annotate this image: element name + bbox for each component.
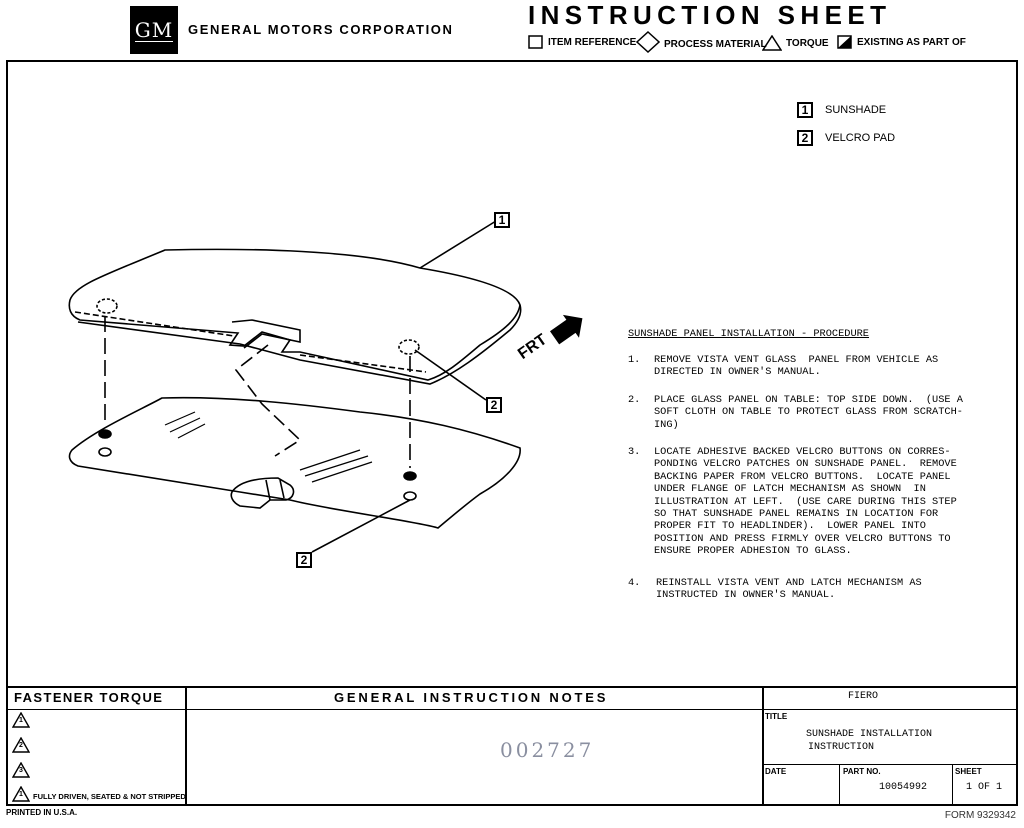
callout-item-2: 2 bbox=[486, 397, 502, 413]
torque-triangle-icon: 1 bbox=[11, 785, 31, 804]
legend-item-reference: ITEM REFERENCE bbox=[528, 35, 636, 49]
sheet-label: SHEET bbox=[955, 767, 982, 776]
step-text: REINSTALL VISTA VENT AND LATCH MECHANISM… bbox=[656, 577, 922, 602]
torque-note: FULLY DRIVEN, SEATED & NOT STRIPPED bbox=[33, 792, 186, 801]
date-divider bbox=[839, 764, 840, 806]
part-no-label: PART NO. bbox=[843, 767, 881, 776]
legend-item-existing: EXISTING AS PART OF bbox=[837, 35, 966, 49]
half-filled-square-icon bbox=[837, 35, 852, 49]
sheet-title-text: SUNSHADE INSTALLATION INSTRUCTION bbox=[806, 729, 933, 753]
table-divider bbox=[185, 686, 187, 806]
part-name: VELCRO PAD bbox=[825, 132, 896, 144]
diamond-icon bbox=[636, 31, 660, 53]
form-number: FORM 9329342 bbox=[944, 810, 1016, 821]
sheet-title: INSTRUCTION SHEET bbox=[528, 0, 892, 30]
title-label: TITLE bbox=[765, 712, 788, 721]
table-divider bbox=[762, 686, 764, 806]
item-reference-box: 1 bbox=[797, 102, 813, 118]
step-text: PLACE GLASS PANEL ON TABLE: TOP SIDE DOW… bbox=[654, 394, 963, 431]
step-text: LOCATE ADHESIVE BACKED VELCRO BUTTONS ON… bbox=[654, 446, 957, 558]
torque-triangle-icon: 2 bbox=[11, 736, 31, 755]
sheet-divider bbox=[952, 764, 953, 806]
company-name: GENERAL MOTORS CORPORATION bbox=[188, 22, 454, 37]
square-icon bbox=[528, 35, 543, 49]
callout-item-2: 2 bbox=[296, 552, 312, 568]
sunshade-illustration bbox=[68, 220, 583, 553]
parts-list-item: 2 VELCRO PAD bbox=[797, 130, 895, 146]
table-top-rule bbox=[6, 686, 1018, 688]
title-rule bbox=[763, 764, 1018, 765]
triangle-icon bbox=[762, 35, 782, 51]
stamp-number: 002727 bbox=[500, 738, 595, 762]
sheet-count: 1 OF 1 bbox=[966, 782, 1003, 793]
legend-item-material: PROCESS MATERIAL bbox=[636, 31, 767, 53]
callout-item-1: 1 bbox=[494, 212, 510, 228]
item-reference-box: 2 bbox=[797, 130, 813, 146]
step-text: REMOVE VISTA VENT GLASS PANEL FROM VEHIC… bbox=[654, 354, 939, 379]
table-header-rule bbox=[6, 709, 763, 710]
drawing-frame bbox=[6, 60, 1018, 806]
torque-triangle-icon: 1 bbox=[11, 711, 31, 730]
date-label: DATE bbox=[765, 767, 787, 776]
step-number: 3. bbox=[628, 446, 641, 458]
part-name: SUNSHADE bbox=[825, 104, 887, 116]
model-name: FIERO bbox=[848, 691, 879, 702]
part-number: 10054992 bbox=[879, 782, 928, 793]
general-notes-header: GENERAL INSTRUCTION NOTES bbox=[334, 690, 609, 705]
torque-triangle-icon: 3 bbox=[11, 761, 31, 780]
step-number: 4. bbox=[628, 577, 641, 589]
fastener-torque-header: FASTENER TORQUE bbox=[14, 690, 164, 705]
step-number: 2. bbox=[628, 394, 641, 406]
printed-in-label: PRINTED IN U.S.A. bbox=[6, 808, 78, 817]
legend-item-torque: TORQUE bbox=[762, 35, 829, 51]
step-number: 1. bbox=[628, 354, 641, 366]
parts-list-item: 1 SUNSHADE bbox=[797, 102, 886, 118]
procedure-title: SUNSHADE PANEL INSTALLATION - PROCEDURE bbox=[628, 328, 869, 340]
gm-logo: GM bbox=[130, 6, 178, 54]
model-rule bbox=[763, 709, 1018, 710]
